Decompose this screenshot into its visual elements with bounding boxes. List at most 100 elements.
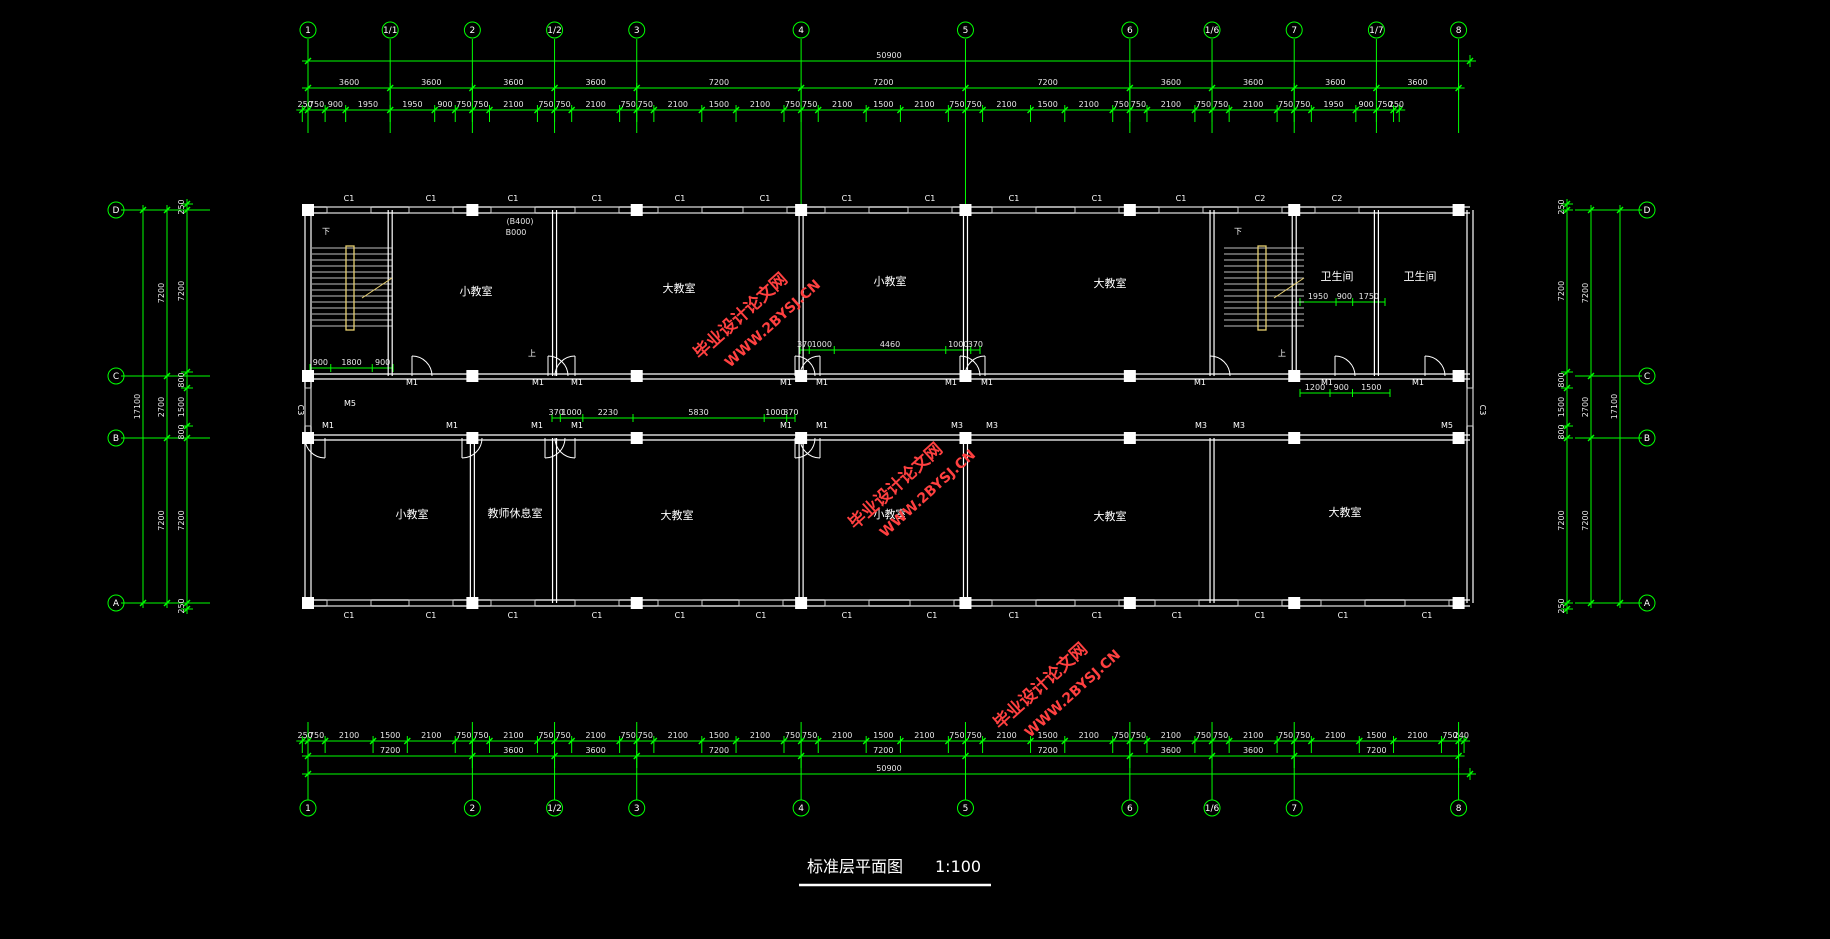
dimension-slash	[1352, 106, 1360, 114]
window-label-bottom: C1	[1092, 611, 1103, 620]
inner-dim-lower: 370	[549, 408, 564, 417]
dimension-slash	[1061, 106, 1069, 114]
window-top	[1158, 206, 1204, 214]
detail-dimension-bottom: 2100	[1243, 731, 1263, 740]
window-label-end: C3	[1478, 405, 1487, 416]
column	[795, 370, 808, 382]
column	[302, 370, 314, 382]
dimension-slash	[568, 106, 576, 114]
detail-dimension-top: 2100	[1243, 100, 1263, 109]
dimension-slash	[431, 106, 439, 114]
window-label-bottom: C1	[508, 611, 519, 620]
side-detail-left: 1500	[177, 397, 186, 417]
window-end-left	[304, 387, 312, 427]
door-swing	[304, 437, 326, 459]
column	[302, 432, 314, 444]
axis-label-bottom: 8	[1456, 804, 1462, 814]
dimension-slash	[1372, 84, 1380, 92]
column	[1123, 204, 1136, 216]
inner-dim-wc-top: 1750	[1359, 292, 1379, 301]
dimension-slash	[183, 368, 191, 376]
axis-dimension-top: 3600	[1407, 78, 1427, 87]
detail-dimension-top: 1950	[358, 100, 378, 109]
axis-label-bottom: 2	[470, 804, 476, 814]
dimension-slash	[304, 737, 312, 745]
dimension-slash	[1563, 434, 1571, 442]
door-swing	[1209, 355, 1231, 377]
detail-dimension-top: 750	[638, 100, 653, 109]
axis-bubble-top	[546, 21, 564, 39]
door-label: M1	[981, 378, 993, 387]
door-swing	[959, 355, 981, 377]
door-label: M1	[1321, 378, 1333, 387]
window-label-top: C2	[1332, 194, 1343, 203]
column	[1123, 432, 1136, 444]
axis-bubble-bottom	[1285, 799, 1303, 817]
dimension-slash	[979, 737, 987, 745]
side-detail-right: 1500	[1557, 397, 1566, 417]
window-label-bottom: C1	[756, 611, 767, 620]
column	[795, 597, 808, 609]
detail-dimension-bottom: 750	[1442, 731, 1457, 740]
inner-note: B000	[506, 228, 527, 237]
dimension-slash	[862, 106, 870, 114]
column	[466, 432, 479, 444]
axis-label-side: B	[1644, 434, 1650, 444]
detail-dimension-bottom: 750	[309, 731, 324, 740]
dimension-slash	[342, 106, 350, 114]
window-top	[574, 206, 620, 214]
inner-dim-wc-top: 900	[1337, 292, 1352, 301]
building-walls	[302, 204, 1474, 609]
detail-dimension-bottom: 2100	[750, 731, 770, 740]
window-bottom	[909, 599, 955, 607]
dimension-slash	[961, 737, 969, 745]
window-label-bottom: C1	[675, 611, 686, 620]
door-swing	[1424, 355, 1446, 377]
room-label: 小教室	[460, 284, 493, 298]
room-label: 大教室	[663, 281, 696, 295]
inner-dim-stair: 900	[313, 358, 328, 367]
side-detail-right: 7200	[1557, 510, 1566, 530]
dimension-slash	[1143, 737, 1151, 745]
detail-dimension-bottom: 1500	[1366, 731, 1386, 740]
detail-dimension-top: 750	[1295, 100, 1310, 109]
dimension-slash	[1126, 752, 1134, 760]
window-bottom	[490, 599, 536, 607]
window-label-end: C3	[296, 405, 305, 416]
dimension-slash	[896, 106, 904, 114]
inner-dim-lower: 1000	[561, 408, 581, 417]
detail-dimension-top: 750	[966, 100, 981, 109]
dimension-slash	[1587, 372, 1595, 380]
dimension-slash	[961, 106, 969, 114]
detail-dimension-top: 750	[309, 100, 324, 109]
column	[630, 597, 643, 609]
window-label-top: C1	[842, 194, 853, 203]
detail-dimension-bottom: 2100	[996, 731, 1016, 740]
detail-dimension-top: 750	[621, 100, 636, 109]
detail-dimension-top: 750	[456, 100, 471, 109]
window-top	[824, 206, 870, 214]
axis-dimension-top: 3600	[339, 78, 359, 87]
dimension-slash	[485, 737, 493, 745]
dimension-slash	[797, 106, 805, 114]
detail-dimension-bottom: 2100	[914, 731, 934, 740]
axis-label-top: 1/7	[1369, 26, 1383, 36]
dimension-slash	[304, 106, 312, 114]
axis-label-top: 8	[1456, 26, 1462, 36]
axis-label-bottom: 7	[1291, 804, 1297, 814]
detail-dimension-bottom: 750	[1213, 731, 1228, 740]
window-label-bottom: C1	[426, 611, 437, 620]
door-label: M1	[531, 421, 543, 430]
axis-dimension-bottom: 7200	[709, 746, 729, 755]
detail-dimension-bottom: 750	[456, 731, 471, 740]
detail-dimension-bottom: 750	[1278, 731, 1293, 740]
detail-dimension-top: 1500	[873, 100, 893, 109]
window-label-top: C1	[426, 194, 437, 203]
detail-dimension-bottom: 750	[638, 731, 653, 740]
window-top	[326, 206, 372, 214]
inner-dim-stair: 900	[375, 358, 390, 367]
dimension-slash	[163, 434, 171, 442]
window-label-top: C1	[1176, 194, 1187, 203]
axis-dimension-bottom: 7200	[1037, 746, 1057, 755]
